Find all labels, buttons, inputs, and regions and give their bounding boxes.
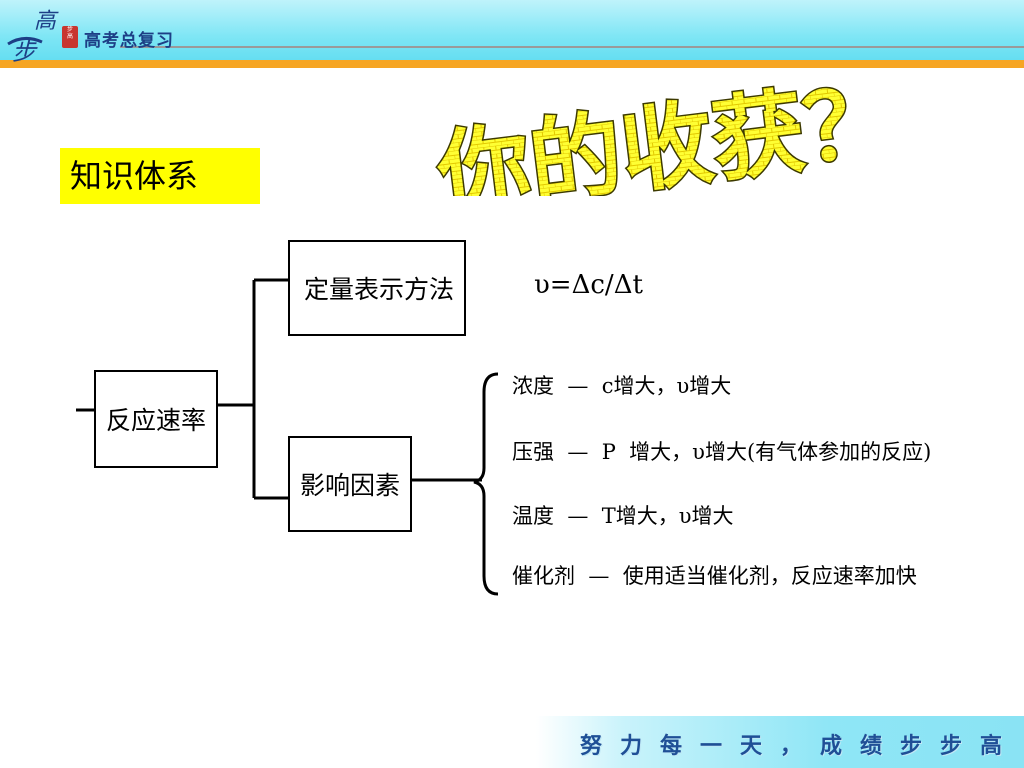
factor-brace bbox=[473, 372, 499, 596]
node-reaction-rate: 反应速率 bbox=[94, 370, 218, 468]
node-influencing-factors: 影响因素 bbox=[288, 436, 412, 532]
node-quantitative-method: 定量表示方法 bbox=[288, 240, 466, 336]
logo-text-step: 步 bbox=[12, 38, 38, 66]
node-influencing-factors-label: 影响因素 bbox=[299, 471, 400, 500]
header-rule bbox=[120, 46, 1024, 48]
node-quantitative-method-label: 定量表示方法 bbox=[304, 275, 455, 304]
brand-logo: 高 步 bbox=[7, 9, 59, 66]
footer-slogan: 努力每一天，成绩步步高 bbox=[580, 734, 1021, 759]
brand-seal-icon: 步高 bbox=[62, 26, 78, 48]
footer-band bbox=[536, 716, 1024, 768]
node-reaction-rate-label: 反应速率 bbox=[105, 406, 206, 435]
section-label: 知识体系 bbox=[60, 148, 260, 204]
header-orange-stripe bbox=[0, 60, 1024, 68]
header-title: 高考总复习 bbox=[84, 31, 174, 51]
rate-formula: υ=Δc/Δt bbox=[534, 270, 643, 300]
factor-temperature: 温度 — T增大，υ增大 bbox=[512, 504, 734, 528]
factor-catalyst: 催化剂 — 使用适当催化剂，反应速率加快 bbox=[512, 564, 917, 588]
logo-text-high: 高 bbox=[34, 9, 59, 34]
factor-pressure: 压强 — P 增大，υ增大(有气体参加的反应) bbox=[512, 440, 932, 464]
header-band bbox=[0, 0, 1024, 66]
big-title: 你的收获？ bbox=[430, 65, 903, 196]
factor-concentration: 浓度 — c增大，υ增大 bbox=[512, 374, 732, 398]
